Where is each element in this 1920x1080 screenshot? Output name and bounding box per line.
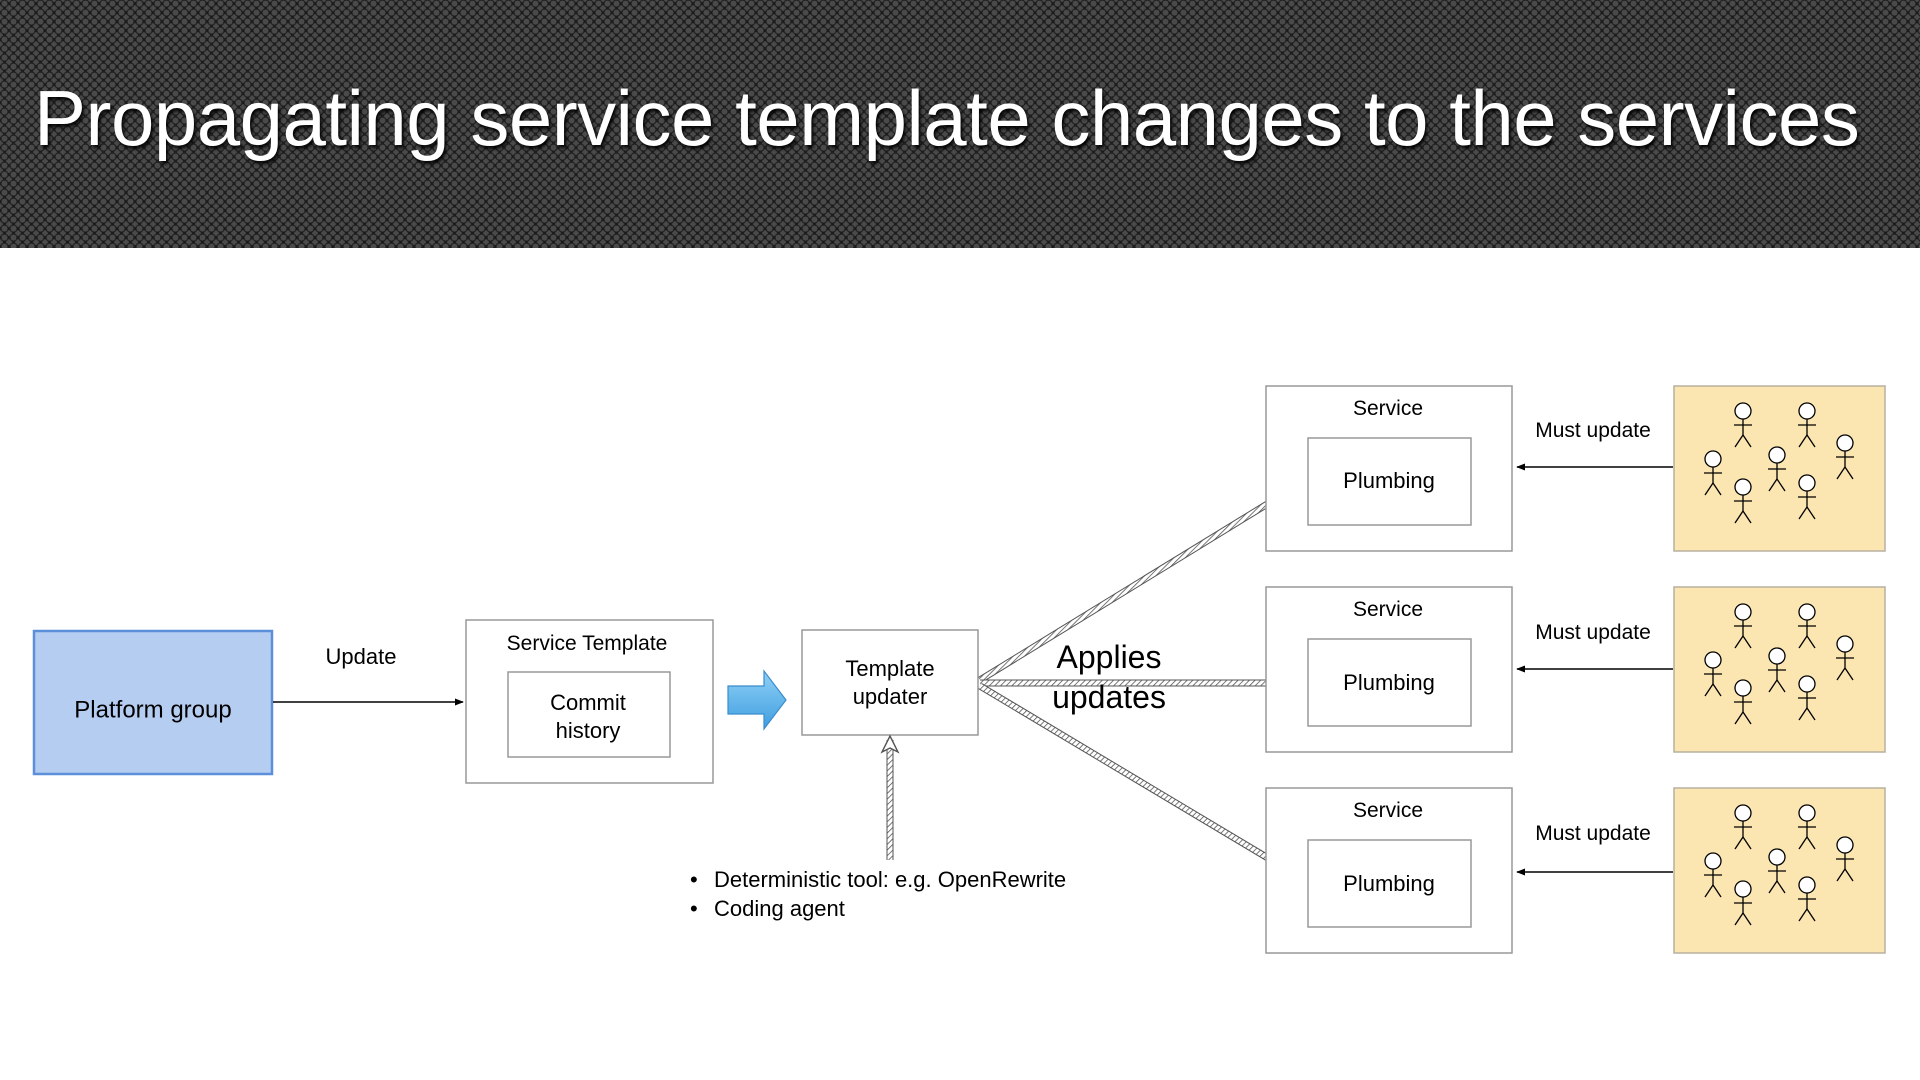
- tools-bullet: •: [690, 896, 698, 921]
- service-label: Service: [1353, 397, 1423, 420]
- template-updater-line1: Template: [845, 656, 934, 681]
- service-label: Service: [1353, 598, 1423, 621]
- slide-title: Propagating service template changes to …: [34, 74, 1860, 162]
- service-template-label: Service Template: [507, 632, 668, 655]
- commit-history-line2: history: [556, 718, 621, 743]
- stick-figure-icon: [1836, 434, 1854, 480]
- tools-arrow: [880, 734, 900, 860]
- tools-item-deterministic: Deterministic tool: e.g. OpenRewrite: [714, 867, 1066, 892]
- applies-updates-line2: updates: [1052, 679, 1166, 715]
- must-update-label: Must update: [1535, 621, 1651, 644]
- template-updater-box: Template updater: [801, 629, 979, 736]
- platform-group-label: Platform group: [74, 696, 231, 723]
- blue-arrow-icon: [727, 669, 787, 731]
- stick-figure-icon: [1836, 836, 1854, 882]
- team-figures: [1704, 402, 1854, 524]
- stick-figure-icon: [1836, 635, 1854, 681]
- stick-figure-icon: [1798, 603, 1816, 649]
- stick-figure-icon: [1768, 848, 1786, 894]
- stick-figure-icon: [1768, 647, 1786, 693]
- stick-figure-icon: [1798, 675, 1816, 721]
- stick-figure-icon: [1734, 679, 1752, 725]
- applies-updates-line1: Applies: [1057, 639, 1162, 675]
- commit-history-box: [507, 671, 671, 758]
- stick-figure-icon: [1734, 402, 1752, 448]
- service-row: Service Plumbing Must update: [1265, 787, 1886, 954]
- stick-figure-icon: [1704, 852, 1722, 898]
- plumbing-label: Plumbing: [1343, 871, 1435, 896]
- service-row: Service Plumbing Must update: [1265, 385, 1886, 552]
- template-updater-line2: updater: [853, 684, 928, 709]
- tools-item-coding-agent: Coding agent: [714, 896, 845, 921]
- stick-figure-icon: [1734, 804, 1752, 850]
- plumbing-box: [1307, 437, 1472, 526]
- stick-figure-icon: [1768, 446, 1786, 492]
- applies-arrow-bottom: [978, 682, 1310, 885]
- update-label: Update: [326, 644, 397, 669]
- plumbing-label: Plumbing: [1343, 468, 1435, 493]
- title-banner: Propagating service template changes to …: [0, 0, 1920, 248]
- team-figures: [1704, 804, 1854, 926]
- plumbing-box: [1307, 638, 1472, 727]
- tools-bullet: •: [690, 867, 698, 892]
- stick-figure-icon: [1704, 450, 1722, 496]
- stick-figure-icon: [1798, 474, 1816, 520]
- team-figures: [1704, 603, 1854, 725]
- stick-figure-icon: [1704, 651, 1722, 697]
- stick-figure-icon: [1798, 804, 1816, 850]
- tools-list: • Deterministic tool: e.g. OpenRewrite •…: [690, 867, 1066, 921]
- must-update-label: Must update: [1535, 822, 1651, 845]
- stick-figure-icon: [1734, 478, 1752, 524]
- plumbing-label: Plumbing: [1343, 670, 1435, 695]
- plumbing-box: [1307, 839, 1472, 928]
- must-update-label: Must update: [1535, 419, 1651, 442]
- platform-group-box: Platform group: [32, 629, 274, 776]
- service-row: Service Plumbing Must update: [1265, 586, 1886, 753]
- service-template-box: Service Template Commit history: [465, 619, 714, 784]
- stick-figure-icon: [1734, 880, 1752, 926]
- stick-figure-icon: [1798, 402, 1816, 448]
- commit-history-line1: Commit: [550, 690, 626, 715]
- update-arrow: Update: [273, 644, 464, 706]
- service-label: Service: [1353, 799, 1423, 822]
- stick-figure-icon: [1798, 876, 1816, 922]
- stick-figure-icon: [1734, 603, 1752, 649]
